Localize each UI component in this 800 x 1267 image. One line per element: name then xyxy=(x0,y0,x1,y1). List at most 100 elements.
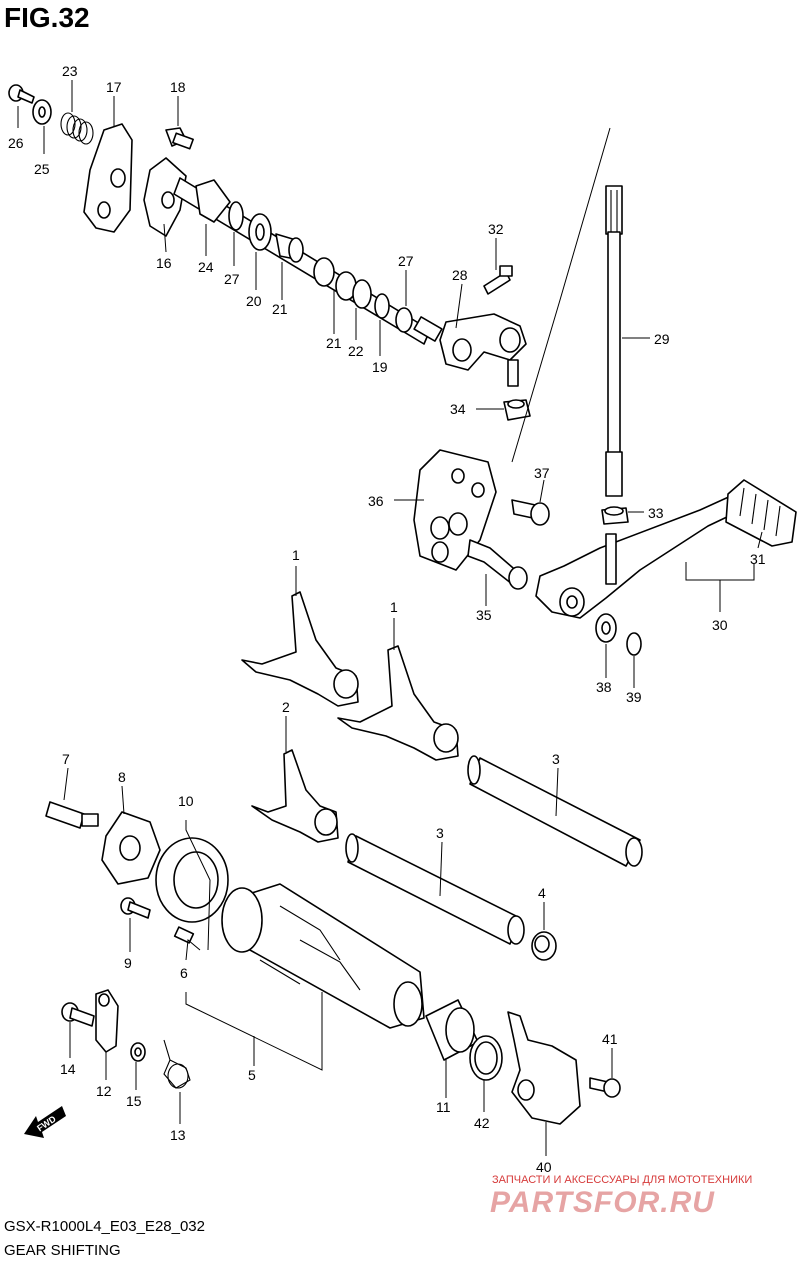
part-7-pin xyxy=(45,801,99,829)
callout-4: 4 xyxy=(538,885,546,901)
callout-30: 30 xyxy=(712,617,728,633)
callout-36: 36 xyxy=(368,493,384,509)
part-12-stopper-lever xyxy=(95,989,119,1053)
callout-40: 40 xyxy=(536,1159,552,1175)
callout-24: 24 xyxy=(198,259,214,275)
callout-28: 28 xyxy=(452,267,468,283)
callout-7: 7 xyxy=(62,751,70,767)
part-10-bearing xyxy=(155,837,229,923)
part-40-gear-position-sensor xyxy=(507,1011,581,1125)
part-3-fork-shaft-a xyxy=(467,755,643,867)
part-23-spring xyxy=(60,112,94,145)
part-34-nut xyxy=(503,399,531,421)
part-26-bolt xyxy=(8,84,35,104)
callout-3-lower: 3 xyxy=(436,825,444,841)
callout-25: 25 xyxy=(34,161,50,177)
part-33-nut xyxy=(601,506,629,525)
part-39-circlip xyxy=(626,632,642,656)
watermark-brand: PARTSFOR.RU xyxy=(490,1186,715,1219)
callout-16: 16 xyxy=(156,255,172,271)
part-9-bolt xyxy=(120,897,151,919)
callout-34: 34 xyxy=(450,401,466,417)
callout-27-left: 27 xyxy=(224,271,240,287)
part-1-shift-fork-a xyxy=(241,591,359,707)
part-36-bracket xyxy=(413,449,497,571)
callout-21-lower: 21 xyxy=(326,335,342,351)
part-28-shift-arm xyxy=(439,313,527,387)
part-16-shift-shaft-plate xyxy=(143,157,187,237)
part-8-cam-plate xyxy=(101,811,161,885)
callout-18: 18 xyxy=(170,79,186,95)
part-21-collar-a xyxy=(275,233,304,263)
callout-1-right: 1 xyxy=(390,599,398,615)
part-15-washer xyxy=(130,1042,146,1062)
part-35-pivot-bolt xyxy=(467,539,528,590)
part-5-shift-drum xyxy=(221,883,425,1029)
callout-37: 37 xyxy=(534,465,550,481)
callout-15: 15 xyxy=(126,1093,142,1109)
callout-5: 5 xyxy=(248,1067,256,1083)
model-code: GSX-R1000L4_E03_E28_032 xyxy=(4,1218,205,1235)
part-lever-pin xyxy=(605,533,617,585)
callout-39: 39 xyxy=(626,689,642,705)
callout-32: 32 xyxy=(488,221,504,237)
part-27-circlip-a xyxy=(228,201,244,231)
callout-3-upper: 3 xyxy=(552,751,560,767)
callout-19: 19 xyxy=(372,359,388,375)
part-22-seal xyxy=(352,279,372,309)
callout-17: 17 xyxy=(106,79,122,95)
part-25-washer xyxy=(32,99,52,125)
callout-8: 8 xyxy=(118,769,126,785)
callout-41: 41 xyxy=(602,1031,618,1047)
fwd-direction-arrow: FWD xyxy=(24,1106,66,1138)
callout-23: 23 xyxy=(62,63,78,79)
callout-2: 2 xyxy=(282,699,290,715)
part-30-gearshift-lever xyxy=(535,489,751,619)
part-38-washer xyxy=(595,613,617,643)
part-4-cap xyxy=(531,931,557,961)
part-18-bolt xyxy=(165,127,194,150)
callout-labels: 26 25 23 17 18 16 24 27 20 21 21 22 19 2… xyxy=(8,63,766,1175)
part-24-spring xyxy=(195,179,231,223)
callout-1-left: 1 xyxy=(292,547,300,563)
callout-33: 33 xyxy=(648,505,664,521)
part-6-pin xyxy=(173,926,195,944)
part-20-washer xyxy=(248,213,272,251)
callout-42: 42 xyxy=(474,1115,490,1131)
part-29-gearshift-rod xyxy=(605,185,623,497)
part-42-o-ring xyxy=(469,1035,503,1081)
callout-38: 38 xyxy=(596,679,612,695)
part-14-bolt xyxy=(61,1002,95,1027)
callout-9: 9 xyxy=(124,955,132,971)
part-37-bolt xyxy=(511,499,550,526)
callout-13: 13 xyxy=(170,1127,186,1143)
callout-35: 35 xyxy=(476,607,492,623)
callout-27-right: 27 xyxy=(398,253,414,269)
part-3-fork-shaft-b xyxy=(345,833,525,945)
watermark-tagline: ЗАПЧАСТИ И АКСЕССУАРЫ ДЛЯ МОТОТЕХНИКИ xyxy=(492,1174,753,1186)
section-name: GEAR SHIFTING xyxy=(4,1242,121,1259)
callout-11: 11 xyxy=(436,1099,451,1115)
part-1-shift-fork-b xyxy=(337,645,459,761)
part-19-circlip xyxy=(374,293,390,319)
part-32-bolt xyxy=(483,265,513,295)
callout-12: 12 xyxy=(96,1083,112,1099)
leader-lines xyxy=(17,80,763,1156)
callout-21-upper: 21 xyxy=(272,301,288,317)
callout-20: 20 xyxy=(246,293,262,309)
part-27-circlip-b xyxy=(395,307,413,333)
figure-title: FIG.32 xyxy=(4,2,90,33)
callout-6: 6 xyxy=(180,965,188,981)
part-13-spring xyxy=(163,1039,191,1089)
part-shaft-spline xyxy=(413,316,443,342)
callout-10: 10 xyxy=(178,793,194,809)
part-31-footpeg-rubber xyxy=(725,479,797,547)
part-2-shift-fork xyxy=(251,749,339,843)
part-17-stopper-plate xyxy=(83,123,133,233)
callout-26: 26 xyxy=(8,135,24,151)
callout-22: 22 xyxy=(348,343,364,359)
callout-29: 29 xyxy=(654,331,670,347)
callout-14: 14 xyxy=(60,1061,76,1077)
part-41-screw xyxy=(589,1077,621,1098)
